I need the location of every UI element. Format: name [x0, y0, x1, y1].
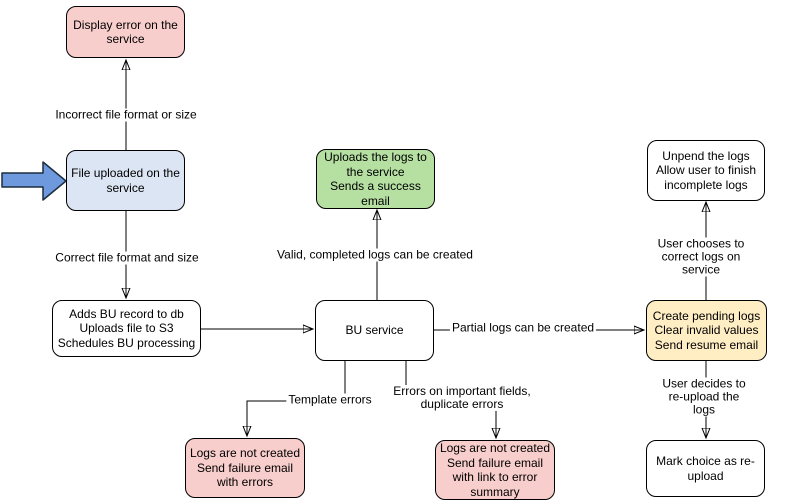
edge-label-partial-logs: Partial logs can be created	[449, 320, 597, 335]
edge-label-important-field-errors: Errors on important fields, duplicate er…	[391, 384, 533, 411]
node-display-error: Display error on the service	[66, 6, 185, 58]
node-adds-bu-record: Adds BU record to db Uploads file to S3 …	[52, 300, 201, 357]
node-uploads-logs-success: Uploads the logs to the service Sends a …	[316, 149, 435, 209]
node-unpend-logs: Unpend the logs Allow user to finish inc…	[647, 140, 765, 201]
edge-label-correct-format: Correct file format and size	[53, 250, 201, 265]
edge-label-user-chooses-correct: User chooses to correct logs on service	[651, 237, 751, 277]
edge-label-incorrect-format: Incorrect file format or size	[53, 107, 199, 122]
node-file-uploaded: File uploaded on the service	[66, 150, 185, 211]
node-bu-service: BU service	[315, 300, 434, 361]
node-logs-failure-errors: Logs are not created Send failure email …	[185, 438, 305, 498]
node-logs-failure-summary: Logs are not created Send failure email …	[435, 440, 555, 500]
node-create-pending-logs: Create pending logs Clear invalid values…	[646, 300, 767, 361]
edge-label-user-decides-reupload: User decides to re-upload the logs	[655, 377, 753, 417]
edge-label-valid-completed: Valid, completed logs can be created	[275, 247, 475, 262]
node-mark-choice-reupload: Mark choice as re- upload	[646, 440, 765, 497]
entry-arrow-icon	[1, 161, 67, 201]
edge-label-template-errors: Template errors	[286, 392, 374, 407]
